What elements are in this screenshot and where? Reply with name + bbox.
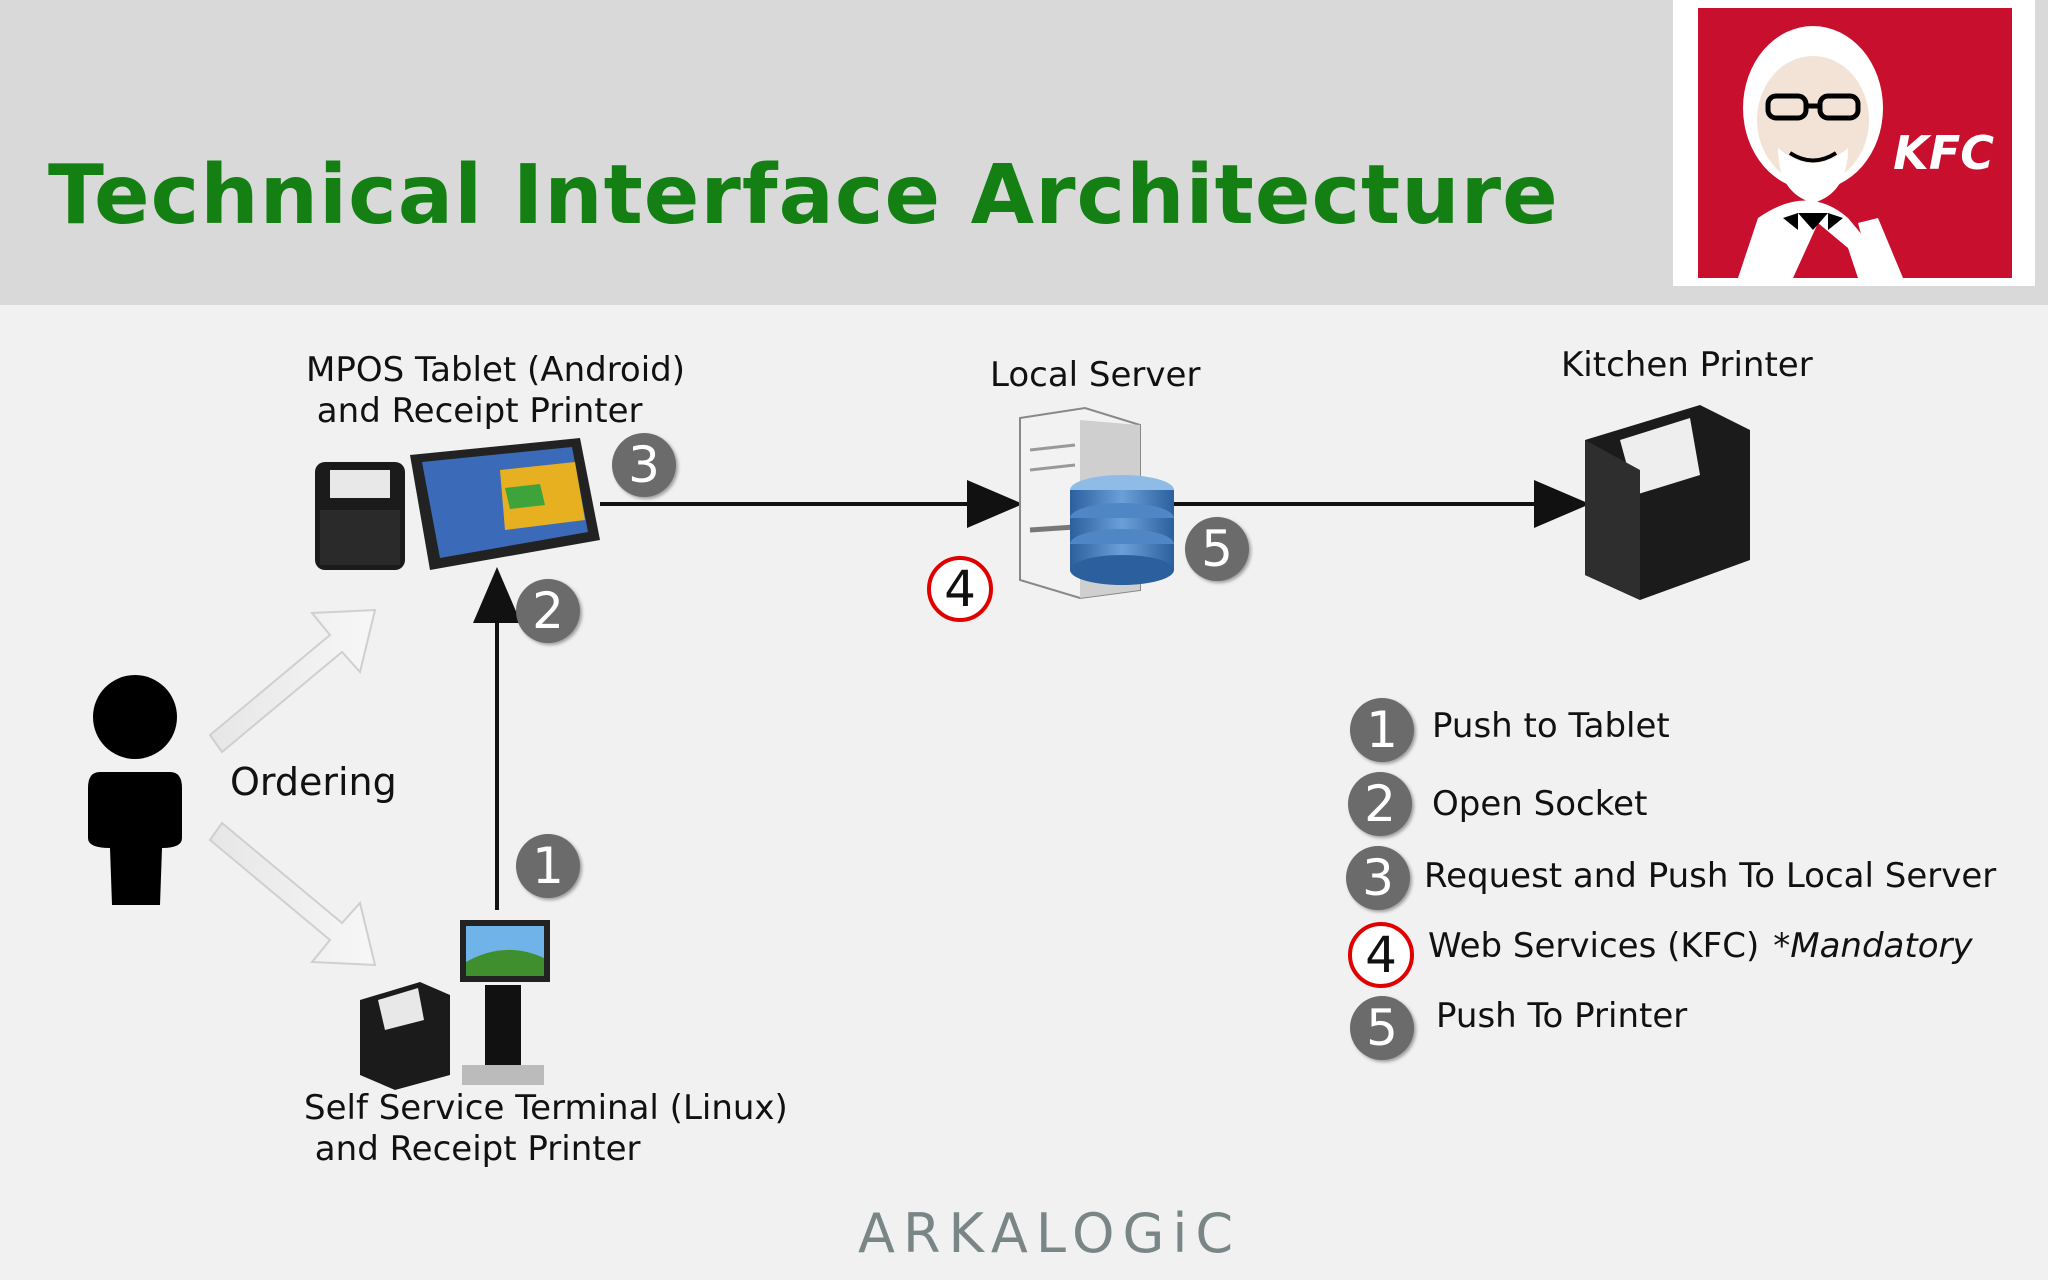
mandatory-note: *Mandatory xyxy=(1773,926,1973,966)
kfc-logo-background: KFC xyxy=(1698,8,2012,278)
page-title: Technical Interface Architecture xyxy=(48,148,1559,243)
local-server-icon xyxy=(1019,406,1174,600)
sst-label-line1: Self Service Terminal (Linux) xyxy=(304,1088,788,1128)
step-badge-5: 5 xyxy=(1185,517,1249,581)
terminal-receipt-printer-icon xyxy=(360,982,450,1090)
legend-text-5: Push To Printer xyxy=(1436,996,1688,1036)
legend-badge-1: 1 xyxy=(1350,698,1414,762)
receipt-printer-icon xyxy=(315,462,405,570)
step-badge-2: 2 xyxy=(516,579,580,643)
kitchen-printer-label: Kitchen Printer xyxy=(1561,345,1813,385)
legend-badge-4: 4 xyxy=(1348,922,1414,988)
person-icon xyxy=(88,675,182,905)
step-badge-4: 4 xyxy=(927,556,993,622)
colonel-portrait-icon xyxy=(1738,26,1903,278)
legend-badge-5: 5 xyxy=(1350,996,1414,1060)
legend-text-1: Push to Tablet xyxy=(1432,706,1670,746)
ordering-arrow-up xyxy=(208,608,377,754)
mpos-label-line1: MPOS Tablet (Android) xyxy=(306,350,686,390)
legend-text-4-main: Web Services (KFC) xyxy=(1428,926,1760,966)
legend-text-4: Web Services (KFC) *Mandatory xyxy=(1428,926,1973,966)
tablet-icon xyxy=(410,438,600,570)
step-badge-3: 3 xyxy=(612,433,676,497)
arkalogic-logo: ARKALOGiC xyxy=(858,1202,1242,1265)
kitchen-printer-icon xyxy=(1585,405,1750,600)
legend-text-2: Open Socket xyxy=(1432,784,1648,824)
kfc-logo-text: KFC xyxy=(1893,126,1994,180)
ordering-label: Ordering xyxy=(230,760,397,804)
mpos-label-line2: and Receipt Printer xyxy=(306,391,643,431)
step-badge-1: 1 xyxy=(516,834,580,898)
legend-badge-3: 3 xyxy=(1346,846,1410,910)
ordering-arrow-down xyxy=(208,821,377,967)
kfc-logo: KFC xyxy=(1673,0,2035,286)
local-server-label: Local Server xyxy=(990,355,1201,395)
kiosk-icon xyxy=(460,920,550,1085)
legend-badge-2: 2 xyxy=(1348,772,1412,836)
legend-text-3: Request and Push To Local Server xyxy=(1424,856,1997,896)
sst-label-line2: and Receipt Printer xyxy=(304,1129,641,1169)
